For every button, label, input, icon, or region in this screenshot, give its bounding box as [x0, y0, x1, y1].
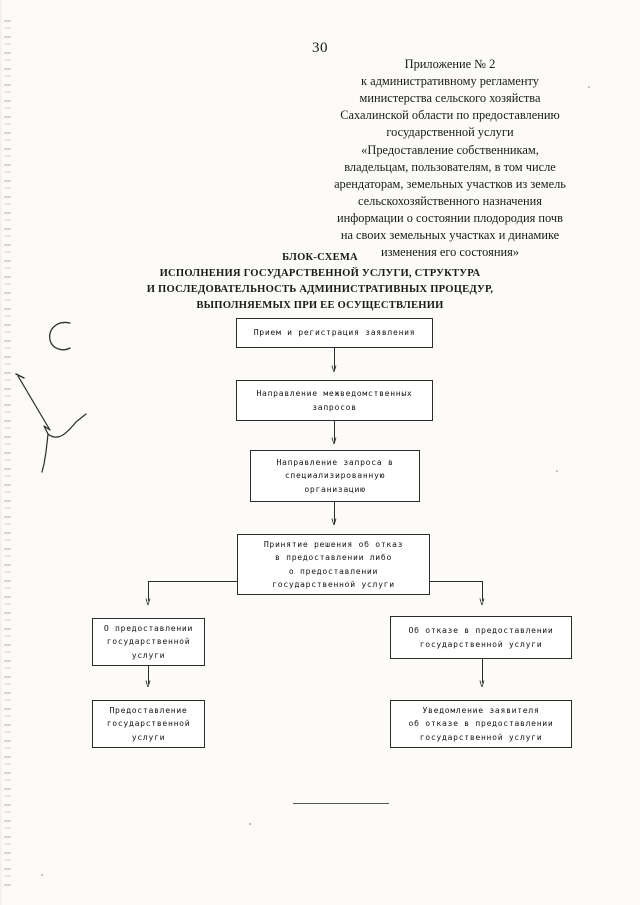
header-line: владельцам, пользователям, в том числе [344, 159, 556, 174]
flow-node-text: услуги [131, 649, 166, 660]
arrow-down-icon: V [145, 680, 151, 690]
flow-node-text: государственной услуги [272, 578, 395, 589]
arrow-down-icon: V [145, 598, 151, 608]
arrow-down-icon: V [331, 437, 337, 447]
flow-node-text: государственной услуги [419, 731, 543, 742]
arrow-down-icon: V [479, 598, 485, 608]
flow-node-text: о предоставлении [288, 565, 379, 576]
title-line: ИСПОЛНЕНИЯ ГОСУДАРСТВЕННОЙ УСЛУГИ, СТРУК… [159, 267, 481, 279]
flow-node-refusal-decision: Об отказе в предоставлении государственн… [390, 616, 572, 659]
header-line: сельскохозяйственного назначения [358, 193, 542, 208]
scan-speck [588, 86, 590, 88]
header-line: «Предоставление собственникам, [361, 142, 539, 157]
flow-node-text: Направление межведомственных [256, 388, 413, 399]
flow-node-text: О предоставлении [103, 623, 194, 634]
connector-refusal-decision-to-notice [482, 659, 483, 683]
flow-node-grant-decision: О предоставлении государственной услуги [92, 618, 205, 666]
flow-node-text: государственной [106, 718, 191, 729]
connector-grant-decision-to-service [148, 666, 149, 684]
scan-speck [41, 874, 43, 876]
flow-node-text: государственной услуги [419, 638, 543, 649]
flow-node-text: в предоставлении либо [274, 552, 393, 563]
flow-node-text: Предоставление [109, 705, 188, 716]
page-title: БЛОК-СХЕМА ИСПОЛНЕНИЯ ГОСУДАРСТВЕННОЙ УС… [60, 250, 580, 314]
connector-intake-to-requests [334, 348, 335, 370]
branch-drop-left [148, 581, 149, 601]
page-number: 30 [312, 40, 328, 56]
header-line: информации о состоянии плодородия почв [337, 210, 563, 225]
arrow-down-icon: V [331, 518, 337, 528]
header-line: Сахалинской области по предоставлению [340, 108, 560, 123]
branch-line-right [430, 581, 482, 582]
arrow-down-icon: V [479, 680, 485, 690]
flow-node-text: об отказе в предоставлении [408, 718, 554, 729]
appendix-header: Приложение № 2 к административному регла… [300, 56, 600, 261]
branch-drop-right [482, 581, 483, 601]
header-line: к административному регламенту [361, 74, 539, 89]
header-line: арендаторам, земельных участков из земел… [334, 176, 566, 191]
flow-node-text: организацию [304, 483, 366, 494]
flow-node-text: Направление запроса в [276, 457, 394, 468]
flow-node-intake: Прием и регистрация заявления [236, 318, 433, 348]
scan-speck [556, 470, 558, 472]
flow-node-text: Уведомление заявителя [422, 705, 540, 716]
flow-node-decision: Принятие решения об отказ в предоставлен… [237, 534, 430, 595]
arrow-down-icon: V [331, 365, 337, 375]
flow-node-interagency-requests: Направление межведомственных запросов [236, 380, 433, 421]
header-line: государственной услуги [386, 125, 514, 140]
flow-node-text: Об отказе в предоставлении [408, 625, 554, 636]
title-line: И ПОСЛЕДОВАТЕЛЬНОСТЬ АДМИНИСТРАТИВНЫХ ПР… [146, 283, 494, 295]
flow-node-text: специализированную [284, 470, 386, 481]
flow-node-text: Прием и регистрация заявления [253, 327, 416, 338]
connector-specialized-to-decision [334, 502, 335, 524]
flow-node-text: запросов [312, 401, 357, 412]
flow-node-grant-service: Предоставление государственной услуги [92, 700, 205, 748]
bottom-separator [293, 803, 389, 804]
title-line: БЛОК-СХЕМА [282, 252, 358, 263]
connector-requests-to-specialized [334, 421, 335, 443]
flow-node-text: услуги [131, 731, 166, 742]
scan-edge-noise [4, 20, 11, 890]
flow-node-text: Принятие решения об отказ [263, 539, 404, 550]
header-line: министерства сельского хозяйства [359, 91, 541, 106]
header-line: Приложение № 2 [404, 57, 496, 71]
header-line: на своих земельных участках и динамике [340, 228, 560, 243]
title-line: ВЫПОЛНЯЕМЫХ ПРИ ЕЕ ОСУЩЕСТВЛЕНИИ [196, 299, 444, 311]
header-line: изменения его состояния» [380, 245, 519, 260]
flow-node-refusal-notice: Уведомление заявителя об отказе в предос… [390, 700, 572, 748]
scan-speck [249, 823, 251, 825]
flow-node-text: государственной [106, 636, 191, 647]
branch-line-left [148, 581, 237, 582]
flow-node-specialized-request: Направление запроса в специализированную… [250, 450, 420, 502]
